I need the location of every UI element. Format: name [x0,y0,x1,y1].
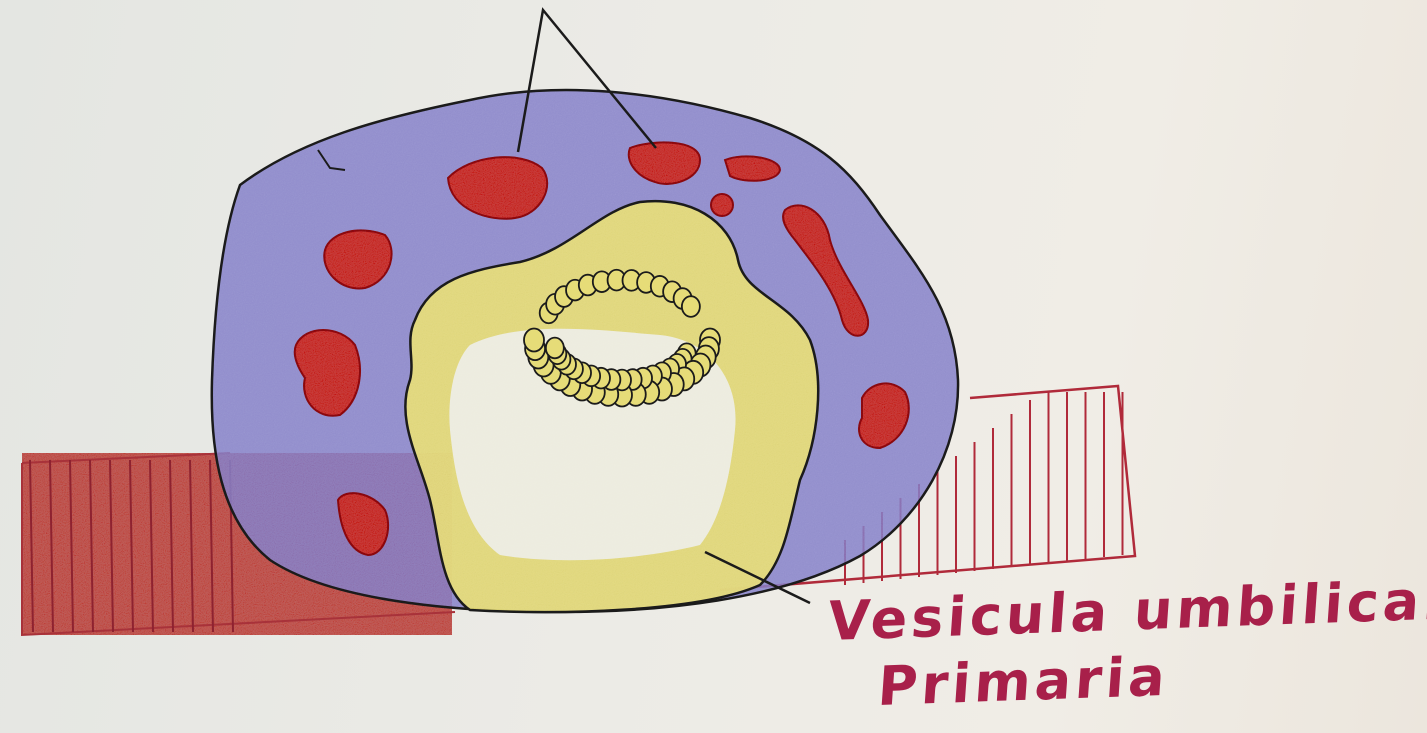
lacuna-3 [725,156,780,180]
amnion-cell [524,329,544,352]
caption-line-2: Primaria [876,645,1171,718]
amnion-cell [682,296,700,317]
amnion-cell [546,338,564,359]
lacuna-6 [324,230,391,288]
lacuna-4 [711,194,733,216]
